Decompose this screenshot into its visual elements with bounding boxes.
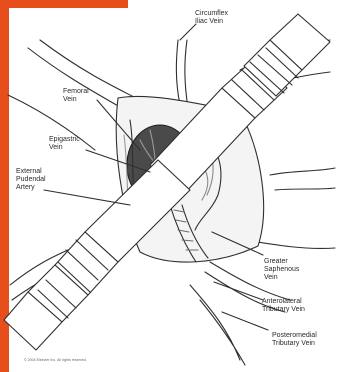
label-anterolateral-tributary-vein: Anterolateral Tributary Vein bbox=[262, 298, 305, 314]
label-external-pudendal-artery: External Pudendal Artery bbox=[16, 168, 46, 192]
leader-pudendal bbox=[44, 190, 130, 205]
leader-posteromedial bbox=[222, 312, 268, 330]
vessel-right bbox=[270, 168, 335, 190]
label-epigastric-vein: Epigastric Vein bbox=[49, 136, 80, 152]
leader-circumflex bbox=[180, 24, 196, 40]
leader-anterolateral bbox=[214, 282, 263, 300]
label-greater-saphenous-vein: Greater Saphenous Vein bbox=[264, 258, 299, 282]
label-posteromedial-tributary-vein: Posteromedial Tributary Vein bbox=[272, 332, 317, 348]
copyright-notice: © 2004 Elsevier Inc. All rights reserved… bbox=[24, 358, 87, 362]
label-femoral-vein: Femoral Vein bbox=[63, 88, 89, 104]
vessel-lower-right-2 bbox=[190, 285, 245, 365]
label-circumflex-iliac-vein: Circumflex Iliac Vein bbox=[195, 10, 228, 26]
vessel-circumflex bbox=[176, 40, 188, 108]
